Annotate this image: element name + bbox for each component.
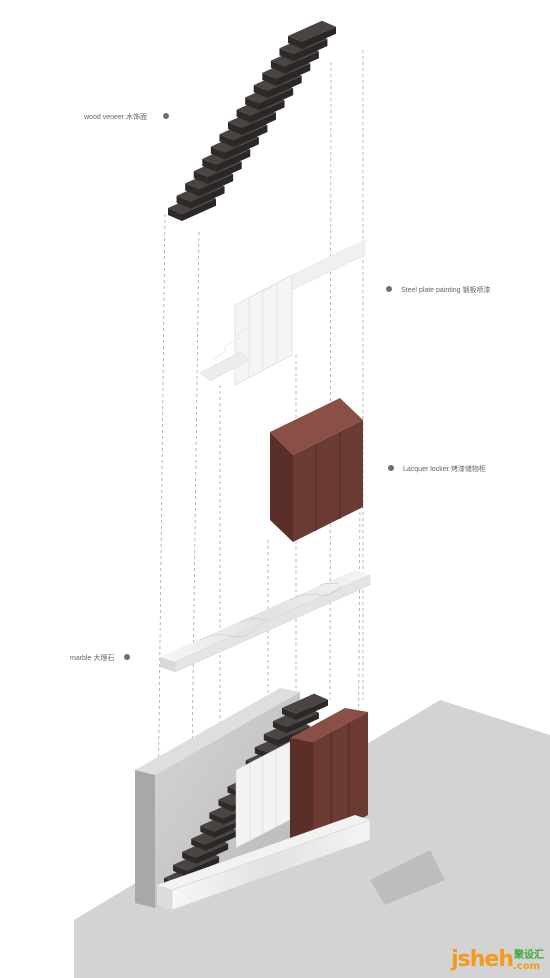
marble-slab	[160, 570, 371, 673]
watermark-main: jsheh	[451, 947, 514, 972]
label-lacquer-locker: Lacquer locker 烤漆储物柜	[403, 466, 486, 473]
watermark-cn: 聚设汇	[514, 950, 544, 961]
watermark-dotcom: .com	[513, 961, 541, 972]
label-wood-veneer: wood veneer 木饰面	[84, 114, 148, 121]
lacquer-locker	[270, 398, 363, 542]
wood-veneer-dot	[163, 113, 169, 119]
lacquer-locker-dot	[388, 465, 394, 471]
wood-veneer-stairs	[168, 20, 336, 221]
label-steel-plate: Steel plate painting 钢板喷漆	[401, 287, 491, 294]
assembled-marble-base	[157, 815, 371, 911]
marble-dot	[124, 654, 130, 660]
assembled-step	[282, 693, 328, 720]
steel-plate-dot	[386, 286, 392, 292]
label-marble: marble 大理石	[70, 655, 115, 662]
wood-step	[288, 20, 336, 49]
steel-plate-element	[199, 239, 366, 386]
assembled-lacquer-locker	[290, 708, 368, 845]
site-watermark-logo: jsheh 聚设汇 .com	[451, 947, 544, 972]
